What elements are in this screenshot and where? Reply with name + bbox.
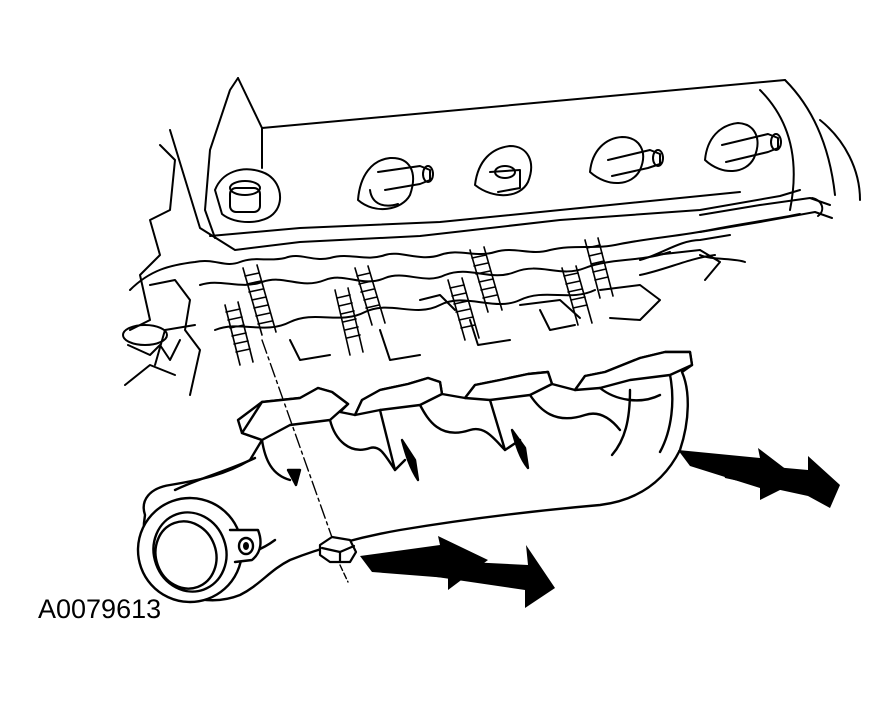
manifold-callout-arrow xyxy=(678,448,840,508)
exhaust-studs xyxy=(224,237,614,366)
cylinder-head xyxy=(122,77,861,396)
head-bolts xyxy=(214,122,782,223)
nut xyxy=(318,535,358,564)
nut-callout-arrow xyxy=(360,536,555,608)
figure-id-label: A0079613 xyxy=(38,594,162,624)
stud-alignment-line xyxy=(261,339,349,583)
exhaust-manifold xyxy=(136,350,694,604)
